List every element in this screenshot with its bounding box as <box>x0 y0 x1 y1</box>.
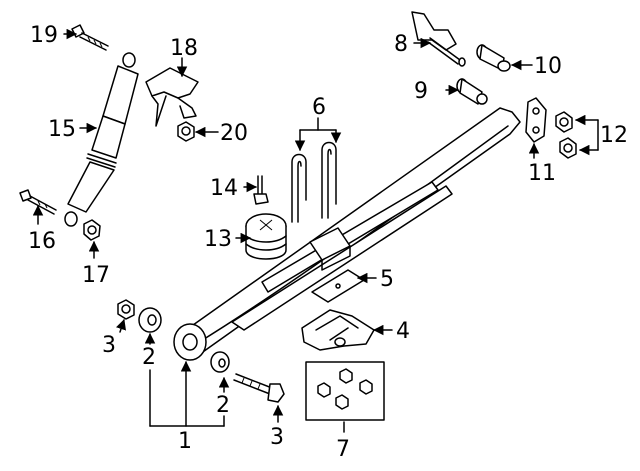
callout-2-right: 2 <box>216 393 230 418</box>
part-14-jounce-bumper <box>245 213 287 260</box>
callout-19: 18 <box>170 36 198 61</box>
callout-6: 5 <box>380 267 394 292</box>
callout-13: 12 <box>600 123 628 148</box>
part-12-hanger <box>525 97 547 143</box>
part-2-bushing-left <box>138 307 162 333</box>
part-15-bolt <box>253 175 269 205</box>
callout-1: 1 <box>178 429 192 454</box>
callout-9: 8 <box>394 32 408 57</box>
part-10-bolt <box>456 78 488 105</box>
callout-21: 20 <box>220 121 248 146</box>
callout-15: 14 <box>210 176 238 201</box>
callout-labels: 19 18 15 20 16 17 14 13 6 5 4 8 10 9 11 … <box>28 23 628 462</box>
callout-2-left: 2 <box>142 345 156 370</box>
leader-lines <box>32 28 599 433</box>
callout-20: 19 <box>30 23 58 48</box>
part-20-shock-upper-bolt <box>71 24 109 51</box>
leaf-spring-assembly <box>173 107 521 361</box>
part-18-shock-nut <box>83 219 101 241</box>
part-5-spring-seat <box>301 309 375 351</box>
part-19-bracket <box>145 67 199 127</box>
callout-7: 6 <box>312 95 326 120</box>
part-7-u-bolts <box>291 141 337 223</box>
callout-14: 13 <box>204 227 232 252</box>
callout-16: 15 <box>48 117 76 142</box>
callout-8: 7 <box>336 437 350 462</box>
part-17-shock-lower-bolt <box>19 189 57 215</box>
part-11-pin <box>476 44 511 72</box>
part-2-bushing-right <box>210 351 230 373</box>
part-21-nut <box>177 121 195 142</box>
callout-18: 17 <box>82 263 110 288</box>
callout-3: 3 <box>270 425 284 450</box>
callout-17: 16 <box>28 229 56 254</box>
callout-12: 11 <box>528 161 556 186</box>
part-4-nut <box>117 299 135 320</box>
callout-4: 3 <box>102 333 116 358</box>
part-8-nut-kit <box>305 361 385 421</box>
part-3-bolt <box>233 373 285 403</box>
part-13-nuts <box>555 111 577 159</box>
callout-11: 10 <box>534 54 562 79</box>
part-16-shock-absorber <box>64 52 139 227</box>
part-9-shackle <box>411 11 466 67</box>
callout-5: 4 <box>396 319 410 344</box>
callout-10: 9 <box>414 79 428 104</box>
